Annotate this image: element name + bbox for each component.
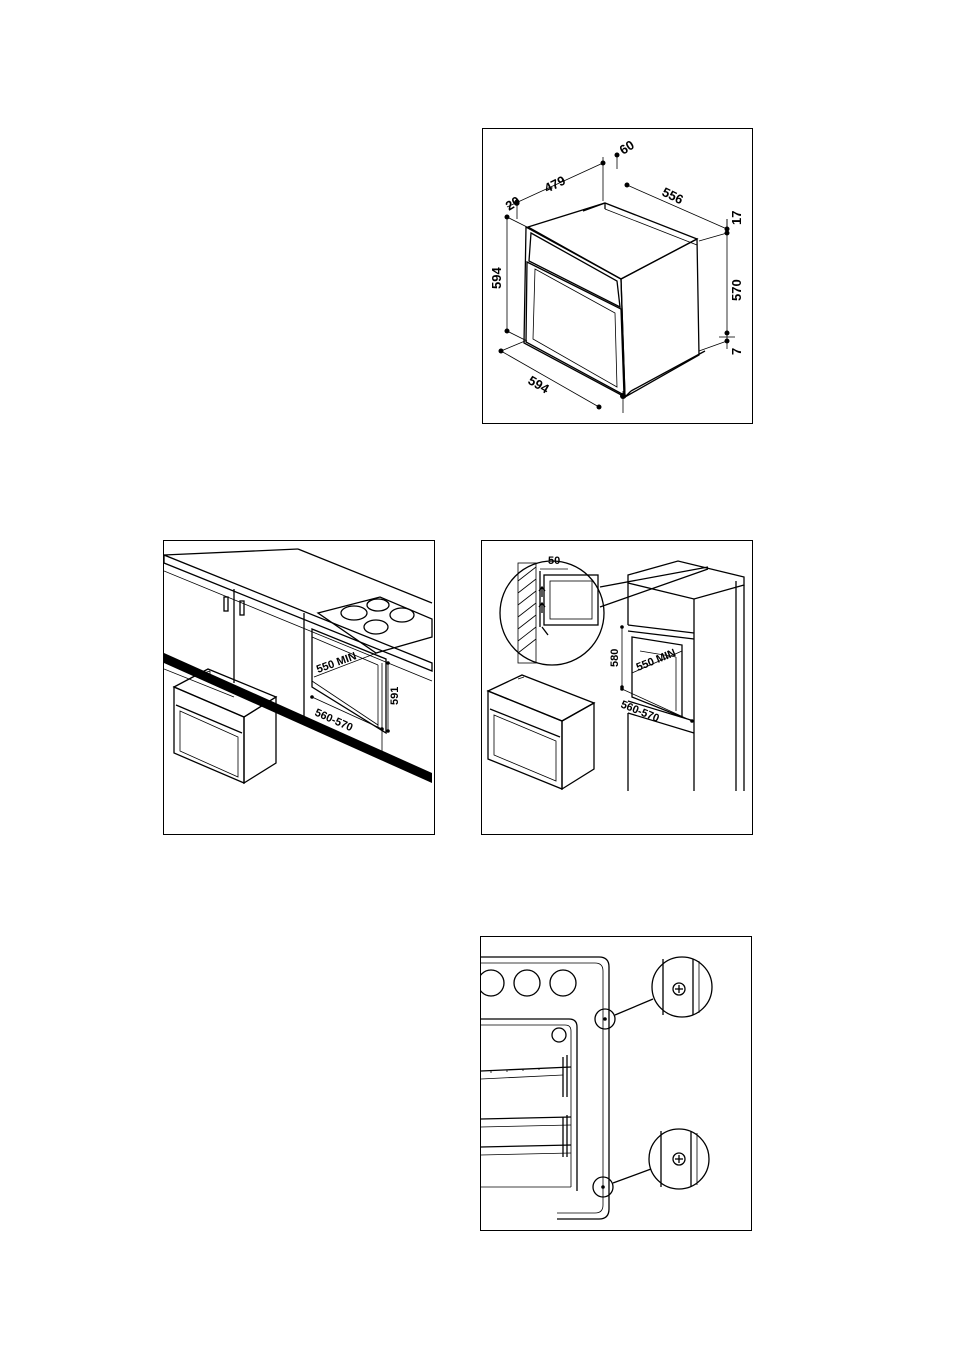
kitchen-counter: [164, 549, 432, 783]
dim-label-556: 556: [660, 184, 686, 207]
dim-label-591: 591: [389, 687, 401, 705]
tall-cabinet-installation-figure: 50 580 550 MIN 560-570: [481, 540, 753, 835]
dim-label-50: 50: [548, 555, 560, 567]
screw-detail-top: [595, 957, 712, 1029]
fixing-screws-drawing: [481, 937, 753, 1232]
dim-label-479: 479: [542, 173, 568, 196]
screw-icon: [673, 983, 685, 995]
dim-label-7: 7: [729, 348, 744, 355]
fixing-screws-figure: [480, 936, 752, 1231]
screw-detail-bottom: [593, 1129, 709, 1197]
ventilation-detail: [500, 561, 708, 665]
undercounter-installation-figure: 550 MIN 591 560-570: [163, 540, 435, 835]
dim-label-570: 570: [729, 279, 744, 301]
tall-cabinet: [628, 561, 744, 791]
oven-front-closeup: [481, 957, 609, 1219]
dim-label-594-height: 594: [489, 267, 504, 289]
screw-icon: [673, 1153, 685, 1165]
oven-dimensions-drawing: 20 479 60 556 17 594 570 7 594: [483, 129, 754, 425]
dim-label-17: 17: [729, 211, 744, 225]
tall-cabinet-installation-drawing: 50 580 550 MIN 560-570: [482, 541, 754, 836]
undercounter-installation-drawing: 550 MIN 591 560-570: [164, 541, 436, 836]
oven-unit: [488, 675, 594, 789]
oven-outline: [524, 203, 705, 397]
oven-dimensions-figure: 20 479 60 556 17 594 570 7 594: [482, 128, 753, 424]
dim-label-580: 580: [609, 649, 621, 667]
dim-label-560-570: 560-570: [619, 699, 661, 725]
dim-label-550-min: 550 MIN: [315, 650, 358, 676]
dim-label-594-width: 594: [526, 373, 553, 397]
dim-label-60: 60: [617, 137, 637, 157]
dim-label-20: 20: [503, 193, 523, 213]
